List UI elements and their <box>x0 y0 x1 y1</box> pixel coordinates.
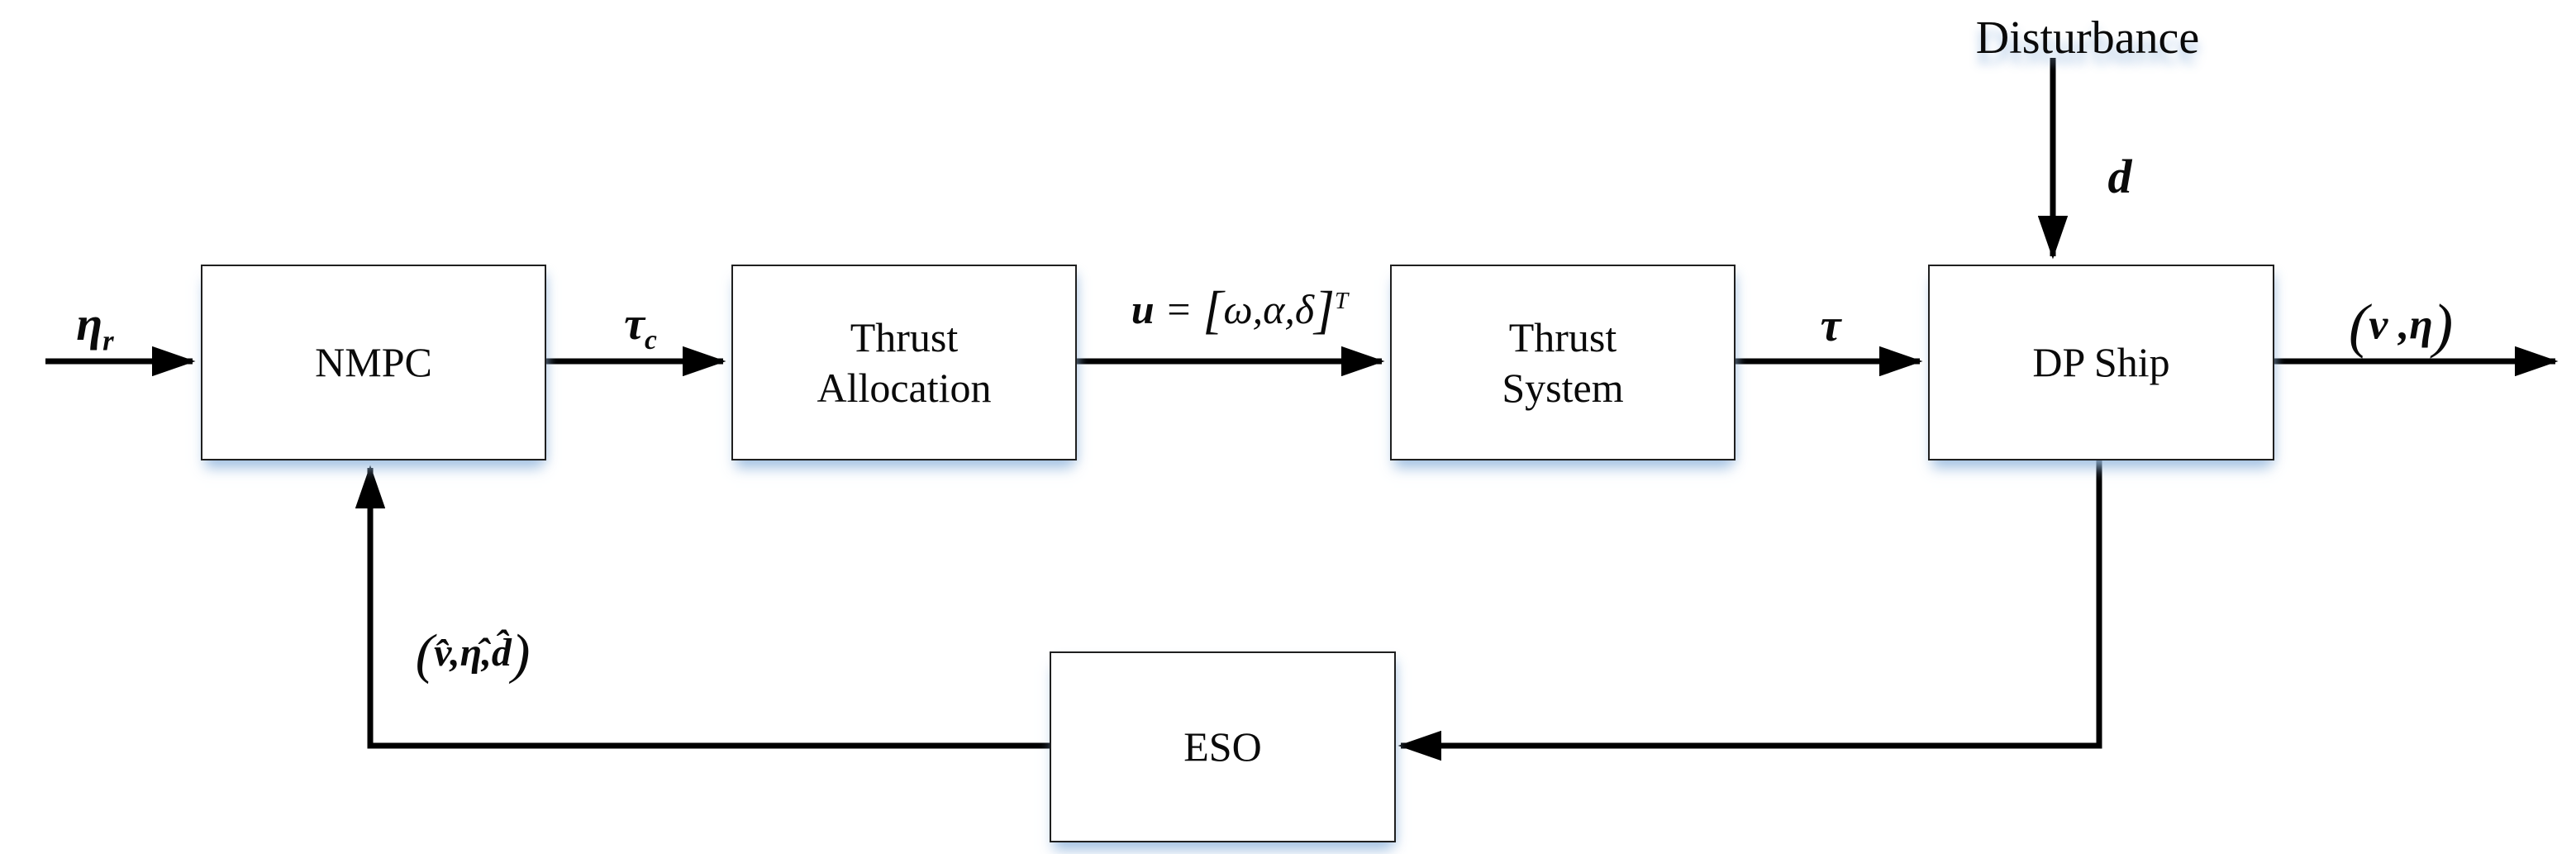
eso-block: ESO <box>1050 651 1396 842</box>
estimates-open-paren: ( <box>415 623 435 685</box>
d-symbol: d <box>2107 150 2132 203</box>
signal-label-eta-r: ηr <box>37 296 153 358</box>
signal-label-tau: τ <box>1789 299 1872 352</box>
tau-c-base: τ <box>624 298 645 350</box>
open-bracket: [ <box>1202 280 1224 339</box>
estimates-close-paren: ) <box>511 623 531 685</box>
equals-sign: = <box>1154 285 1203 332</box>
signal-label-d: d <box>2083 149 2157 204</box>
dp-ship-label: DP Ship <box>2032 339 2170 385</box>
signal-label-output: (v ,η) <box>2306 291 2496 360</box>
thrust-allocation-label-line1: Thrust <box>850 313 959 360</box>
thrust-allocation-block: Thrust Allocation <box>731 265 1077 460</box>
thrust-system-label-line1: Thrust <box>1508 313 1617 360</box>
signal-label-estimates: (v̂,η̂,d̂) <box>374 622 572 686</box>
output-close-paren: ) <box>2432 292 2454 359</box>
disturbance-title: Disturbance <box>1975 12 2200 64</box>
signal-label-control-vector: u = [ω,α,δ]T <box>1087 279 1393 341</box>
thrust-system-label-line2: System <box>1502 364 1624 411</box>
arrow-eso-to-nmpc-feedback <box>355 465 1050 749</box>
estimates-body: v̂,η̂,d̂ <box>434 630 512 675</box>
transpose-superscript: T <box>1335 288 1349 315</box>
eta-r-subscript: r <box>102 324 114 357</box>
eta-r-base: η <box>76 297 103 351</box>
arrow-dp-ship-to-eso-feedback <box>1398 457 2102 761</box>
signal-label-tau-c: τc <box>579 298 702 356</box>
nmpc-label: NMPC <box>315 339 432 385</box>
output-open-paren: ( <box>2348 292 2369 359</box>
dp-ship-block: DP Ship <box>1928 265 2274 460</box>
tau-c-subscript: c <box>644 325 657 356</box>
eso-label: ESO <box>1183 723 1262 770</box>
vector-body: ω,α,δ <box>1223 285 1315 332</box>
nmpc-block: NMPC <box>201 265 546 460</box>
thrust-allocation-label-line2: Allocation <box>817 364 992 411</box>
tau-symbol: τ <box>1820 300 1841 351</box>
u-symbol: u <box>1131 285 1155 332</box>
thrust-system-block: Thrust System <box>1390 265 1736 460</box>
close-bracket: ] <box>1314 280 1336 339</box>
output-body: v ,η <box>2369 301 2433 349</box>
